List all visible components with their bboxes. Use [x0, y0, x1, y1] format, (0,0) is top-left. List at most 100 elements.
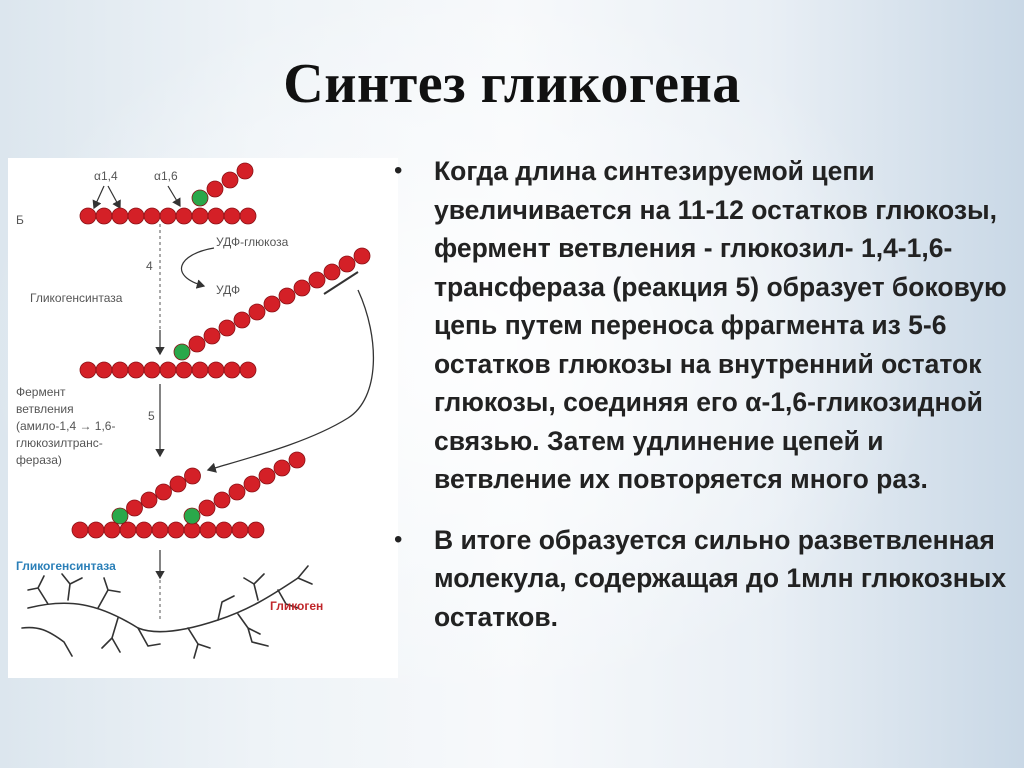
- bullet-text: Когда длина синтезируемой цепи увеличива…: [434, 156, 1007, 494]
- glucose-residue: [191, 361, 209, 379]
- label-step-4: 4: [146, 259, 153, 273]
- glucose-residue: [183, 521, 201, 539]
- glucose-residue: [126, 499, 143, 517]
- label-synthase-blue: Гликогенсинтаза: [16, 559, 116, 573]
- glucose-residue: [140, 491, 158, 509]
- glucose-residue: [143, 207, 161, 225]
- glucose-residue: [169, 475, 187, 493]
- label-udp: УДФ: [216, 283, 240, 297]
- glucose-residue: [184, 467, 201, 485]
- label-enzyme-5: фераза): [16, 453, 62, 467]
- bullet-list: • Когда длина синтезируемой цепи увеличи…: [394, 152, 1014, 636]
- arrow-a16: [167, 185, 181, 208]
- label-enzyme-4: глюкозилтранс-: [16, 436, 103, 450]
- bullet-item: • В итоге образуется сильно разветвленна…: [394, 521, 1014, 637]
- glucose-residue: [207, 361, 225, 379]
- glucose-residue: [236, 162, 254, 180]
- glucose-residue: [248, 303, 266, 321]
- chain-row-2: [79, 361, 257, 379]
- branch-row-3-left: [111, 467, 201, 525]
- glucose-residue: [79, 361, 97, 379]
- glucose-residue: [111, 207, 129, 225]
- label-udp-glucose: УДФ-глюкоза: [216, 235, 289, 249]
- label-b: Б: [16, 213, 24, 227]
- glucose-residue: [239, 361, 257, 379]
- glucose-residue: [79, 207, 97, 225]
- reaction-arrow-udp: [181, 247, 215, 289]
- transfer-bracket: [323, 271, 359, 295]
- glucose-residue: [338, 255, 356, 273]
- label-enzyme-3: (амило-1,4 → 1,6-: [16, 419, 115, 433]
- glucose-residue: [175, 207, 193, 225]
- glucose-residue: [218, 319, 236, 337]
- glucose-residue: [223, 207, 241, 225]
- bullet-text: В итоге образуется сильно разветвленная …: [434, 524, 1007, 632]
- glucose-residue: [293, 279, 311, 297]
- glucose-residue: [223, 361, 241, 379]
- label-step-5: 5: [148, 409, 155, 423]
- glucose-residue: [213, 491, 231, 509]
- glucose-residue: [231, 521, 249, 539]
- glucose-residue: [111, 361, 129, 379]
- glucose-residue: [95, 207, 113, 225]
- glucose-residue: [159, 361, 177, 379]
- arrow-a14-left: [92, 185, 105, 210]
- glucose-residue: [203, 327, 221, 345]
- glucose-residue: [135, 521, 153, 539]
- label-synthase: Гликогенсинтаза: [30, 291, 123, 305]
- glucose-residue: [119, 521, 137, 539]
- branch-point-residue: [111, 507, 129, 525]
- branch-point-residue: [191, 189, 209, 207]
- glucose-residue: [155, 483, 172, 501]
- glucose-residue: [71, 521, 89, 539]
- glucose-residue: [215, 521, 233, 539]
- glucose-residue: [243, 475, 261, 493]
- glucose-residue: [87, 521, 105, 539]
- glucose-residue: [233, 311, 251, 329]
- glucose-residue: [206, 180, 224, 198]
- slide-title: Синтез гликогена: [283, 53, 741, 115]
- glycogen-tree: [21, 565, 313, 659]
- label-glycogen: Гликоген: [270, 599, 323, 613]
- glucose-residue: [127, 207, 145, 225]
- bullet-mark: •: [394, 157, 403, 184]
- label-enzyme-1: Фермент: [16, 385, 66, 399]
- glucose-residue: [353, 247, 371, 265]
- branch-point-residue: [183, 507, 201, 525]
- glucose-residue: [228, 483, 246, 501]
- glucose-residue: [151, 521, 169, 539]
- glucose-residue: [199, 521, 217, 539]
- glucose-residue: [143, 361, 161, 379]
- glucose-residue: [175, 361, 193, 379]
- glucose-residue: [247, 521, 265, 539]
- label-alpha-1-4: α1,4: [94, 169, 118, 183]
- glucose-residue: [273, 459, 291, 477]
- glucose-residue: [167, 521, 185, 539]
- arrow-a14-right: [107, 185, 121, 210]
- glucose-residue: [258, 467, 276, 485]
- branch-row-2: [173, 247, 371, 361]
- branch-point-residue: [173, 343, 191, 361]
- glucose-residue: [188, 335, 206, 353]
- glucose-residue: [278, 287, 296, 305]
- branch-row-1: [191, 162, 254, 207]
- branch-row-3-right: [183, 451, 306, 525]
- label-alpha-1-6: α1,6: [154, 169, 178, 183]
- glucose-residue: [159, 207, 177, 225]
- chain-row-3: [71, 521, 265, 539]
- glucose-residue: [127, 361, 145, 379]
- bullet-mark: •: [394, 525, 403, 553]
- glucose-residue: [207, 207, 225, 225]
- glucose-residue: [308, 271, 326, 289]
- glucose-residue: [198, 499, 216, 517]
- glucose-residue: [263, 295, 281, 313]
- glucose-residue: [288, 451, 306, 469]
- bullet-item: • Когда длина синтезируемой цепи увеличи…: [394, 152, 1014, 499]
- glucose-residue: [323, 263, 341, 281]
- glucose-residue: [103, 521, 121, 539]
- chain-row-1: [79, 207, 257, 225]
- label-enzyme-2: ветвления: [16, 402, 74, 416]
- glycogen-synthesis-diagram: α1,4 α1,6 Б УДФ-глюкоза 4 Гликогенсинтаз…: [8, 158, 398, 678]
- glucose-residue: [95, 361, 113, 379]
- glucose-residue: [221, 171, 239, 189]
